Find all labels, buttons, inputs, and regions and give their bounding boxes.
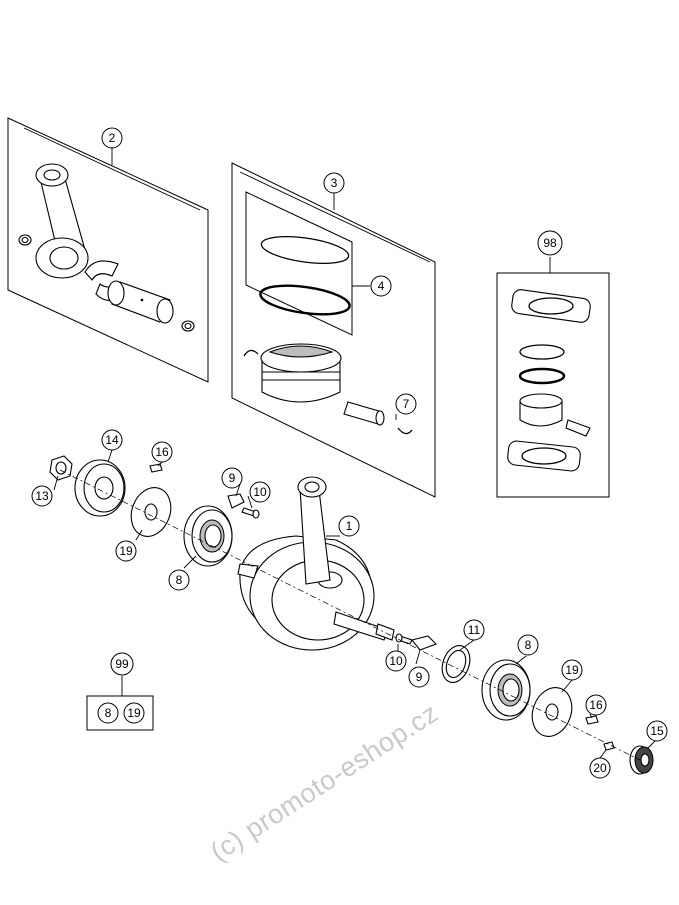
conrod-drawing: [18, 163, 89, 279]
callout-98: 98: [537, 230, 563, 256]
svg-text:7: 7: [403, 397, 410, 411]
callout-14: 14: [101, 429, 123, 451]
callout-1: 1: [338, 515, 360, 537]
svg-text:15: 15: [650, 724, 664, 738]
callout-10-left: 10: [249, 481, 271, 503]
callout-3: 3: [323, 172, 345, 194]
callout-4: 4: [370, 275, 392, 297]
lock-plate-left-drawing: [227, 493, 245, 509]
svg-text:19: 19: [127, 706, 141, 720]
woodruff-key-drawing: [149, 463, 163, 473]
svg-text:11: 11: [468, 623, 481, 637]
callout-19-left: 19: [115, 540, 137, 562]
bearing-right-drawing: [481, 659, 531, 721]
callout-16-left: 16: [151, 441, 173, 463]
svg-text:19: 19: [119, 544, 133, 558]
callout-9-left: 9: [221, 467, 243, 489]
callout-13: 13: [31, 485, 53, 507]
base-gasket-drawing: [507, 440, 581, 472]
callout-2: 2: [101, 127, 123, 149]
svg-text:10: 10: [253, 485, 267, 499]
svg-text:13: 13: [35, 489, 49, 503]
kit-99-item-19: 19: [123, 702, 145, 724]
crankshaft-gear-drawing: [74, 459, 126, 517]
svg-text:1: 1: [346, 519, 353, 533]
svg-text:8: 8: [105, 706, 112, 720]
piston-pin-drawing: [107, 280, 174, 324]
lock-plate-right-drawing: [411, 635, 437, 651]
svg-text:99: 99: [115, 657, 129, 671]
callout-16-right: 16: [585, 694, 607, 716]
callout-10-right: 10: [385, 650, 407, 672]
gasket-kit-panel: [496, 257, 610, 498]
callout-19-right: 19: [561, 659, 583, 681]
callout-99: 99: [110, 652, 134, 676]
cylinder-head-gasket-drawing: [511, 289, 591, 323]
svg-text:8: 8: [176, 573, 183, 587]
crankshaft-drawing: [237, 476, 395, 651]
callout-15: 15: [646, 720, 668, 742]
callout-7: 7: [395, 393, 417, 415]
kit-99-box: 8 19: [86, 695, 154, 731]
svg-text:2: 2: [109, 131, 116, 145]
bearing-shell-drawing: [84, 260, 119, 281]
svg-text:4: 4: [378, 279, 385, 293]
callout-8-right: 8: [517, 634, 539, 656]
svg-text:98: 98: [543, 236, 557, 250]
callout-9-right: 9: [408, 666, 430, 688]
pinion-gear-drawing: [629, 745, 654, 775]
piston-ring-drawing: [260, 235, 350, 265]
svg-text:10: 10: [389, 654, 403, 668]
svg-text:16: 16: [589, 698, 603, 712]
svg-text:19: 19: [565, 663, 579, 677]
conrod-kit-panel: [7, 117, 209, 383]
piston-kit-panel: [231, 162, 436, 498]
svg-text:9: 9: [229, 471, 236, 485]
callout-8-left: 8: [168, 569, 190, 591]
nut-drawing: [49, 455, 73, 481]
callout-11: 11: [463, 619, 485, 641]
svg-text:14: 14: [105, 433, 119, 447]
piston-drawing: [260, 343, 342, 403]
svg-text:9: 9: [416, 670, 423, 684]
bearing-left-drawing: [183, 505, 233, 567]
svg-text:16: 16: [155, 445, 169, 459]
svg-text:8: 8: [525, 638, 532, 652]
kit-99-item-8: 8: [97, 702, 119, 724]
svg-text:20: 20: [593, 761, 607, 775]
svg-text:3: 3: [331, 176, 338, 190]
woodruff-key-right-drawing: [585, 715, 599, 725]
callout-20: 20: [589, 757, 611, 779]
